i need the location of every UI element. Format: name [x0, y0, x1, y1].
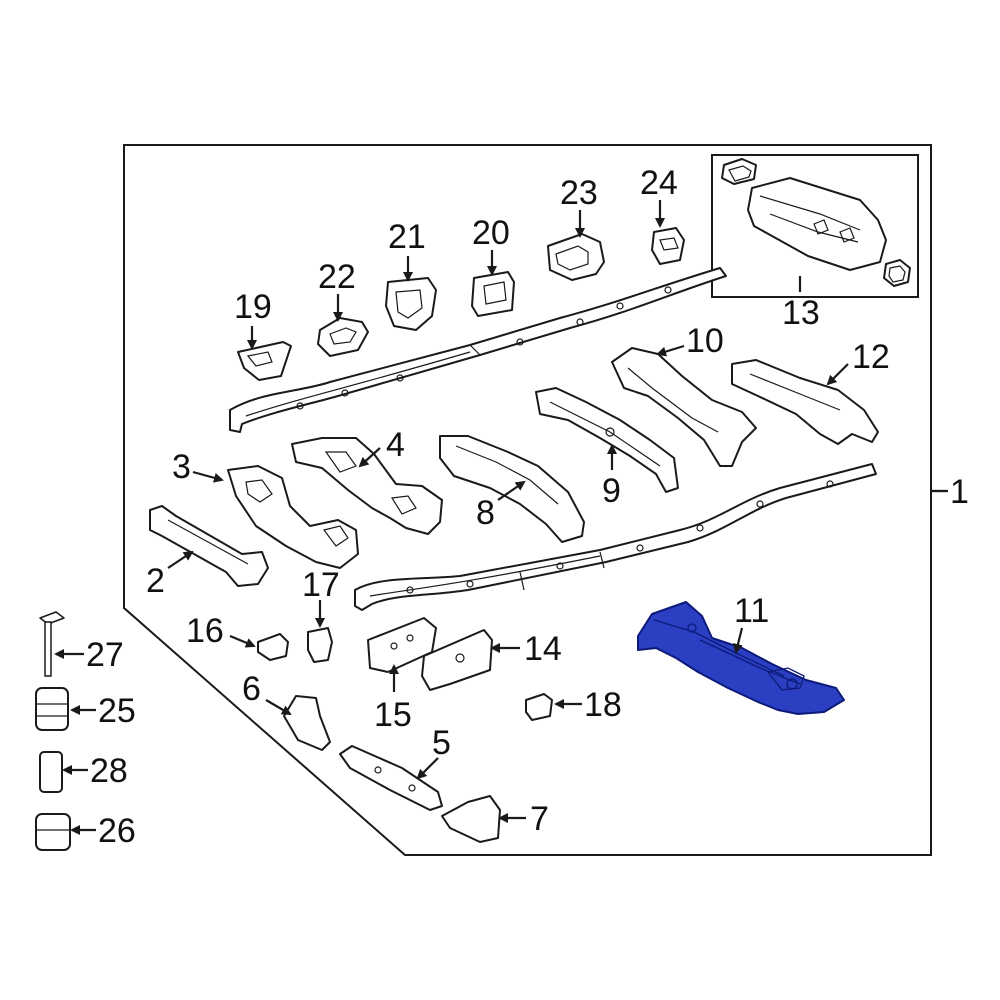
callout-22[interactable]: 22: [318, 258, 356, 296]
callout-26[interactable]: 26: [98, 812, 136, 850]
part-21-bracket[interactable]: [385, 277, 437, 331]
leader-lines: [54, 200, 948, 835]
callout-17[interactable]: 17: [302, 566, 340, 604]
part-6-bracket[interactable]: [283, 695, 331, 751]
part-2-crossmember[interactable]: [149, 505, 269, 587]
callout-19[interactable]: 19: [234, 288, 272, 326]
callout-9[interactable]: 9: [602, 472, 621, 510]
callout-27[interactable]: 27: [86, 636, 124, 674]
callout-7[interactable]: 7: [530, 800, 549, 838]
part-16-bracket[interactable]: [257, 633, 289, 661]
part-17-bracket[interactable]: [307, 627, 333, 663]
part-26-bushing[interactable]: [35, 813, 71, 851]
assembly-boundary: [123, 144, 932, 856]
callout-20[interactable]: 20: [472, 214, 510, 252]
callout-12[interactable]: 12: [852, 338, 890, 376]
part-1-frame-rail-lower[interactable]: [354, 463, 877, 611]
callout-labels: 1 2 3 4 5 6 7 8 9 10 11 12 13 14 15 16 1…: [86, 164, 969, 850]
part-3-crossmember[interactable]: [227, 465, 359, 569]
callout-13[interactable]: 13: [782, 294, 820, 332]
part-12-crossmember[interactable]: [731, 359, 879, 445]
callout-15[interactable]: 15: [374, 696, 412, 734]
part-22-bracket[interactable]: [317, 317, 369, 357]
callout-16[interactable]: 16: [186, 612, 224, 650]
part-28-sleeve[interactable]: [39, 751, 63, 793]
part-14-bracket[interactable]: [421, 629, 493, 691]
part-18-bracket[interactable]: [525, 693, 553, 721]
callout-24[interactable]: 24: [640, 164, 678, 202]
part-5-bracket[interactable]: [339, 745, 443, 811]
callout-5[interactable]: 5: [432, 724, 451, 762]
callout-8[interactable]: 8: [476, 494, 495, 532]
part-1-frame-rail-upper[interactable]: [229, 267, 727, 433]
part-25-bushing[interactable]: [35, 687, 69, 731]
part-19-bracket[interactable]: [237, 341, 292, 381]
callout-2[interactable]: 2: [146, 562, 165, 600]
part-27-bolt[interactable]: [39, 611, 65, 677]
callout-4[interactable]: 4: [386, 426, 405, 464]
callout-25[interactable]: 25: [98, 692, 136, 730]
inset-box: [711, 154, 919, 298]
part-7-bracket[interactable]: [441, 795, 501, 843]
callout-21[interactable]: 21: [388, 218, 426, 256]
part-15-bracket[interactable]: [367, 617, 437, 673]
part-23-bracket[interactable]: [547, 233, 605, 281]
part-4-crossmember[interactable]: [291, 437, 443, 535]
part-20-bracket[interactable]: [471, 271, 515, 317]
part-24-bracket[interactable]: [651, 227, 685, 265]
callout-11[interactable]: 11: [734, 592, 769, 630]
callout-23[interactable]: 23: [560, 174, 598, 212]
callout-3[interactable]: 3: [172, 448, 191, 486]
part-9-crossmember[interactable]: [535, 387, 679, 493]
part-11-rear-crossmember-highlighted[interactable]: [637, 601, 845, 715]
part-10-crossmember[interactable]: [611, 347, 757, 467]
part-13-crossmember[interactable]: [721, 158, 911, 287]
callout-18[interactable]: 18: [584, 686, 622, 724]
callout-14[interactable]: 14: [524, 630, 562, 668]
callout-10[interactable]: 10: [686, 322, 724, 360]
callout-1[interactable]: 1: [950, 473, 969, 511]
callout-6[interactable]: 6: [242, 670, 261, 708]
callout-28[interactable]: 28: [90, 752, 128, 790]
